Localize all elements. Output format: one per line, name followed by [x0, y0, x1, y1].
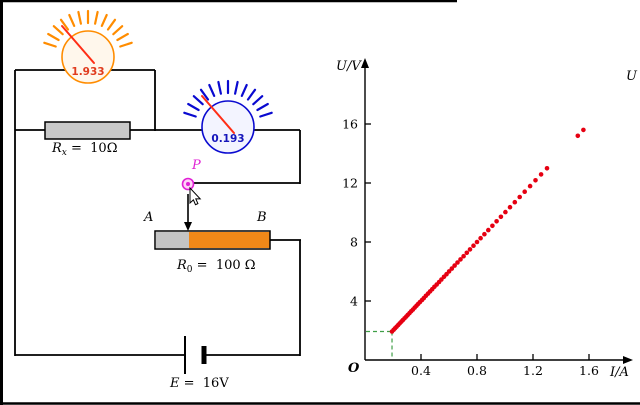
drag-arrow	[184, 194, 192, 231]
svg-text:12: 12	[342, 176, 358, 191]
chart-origin-label: O	[348, 361, 360, 376]
rheostat-active-segment	[189, 232, 270, 248]
chart: 4 8 12 16 0.4 0.8 1.2 1.6	[342, 58, 633, 378]
svg-text:1.2: 1.2	[523, 363, 543, 378]
voltmeter-reading: 1.933	[71, 66, 104, 78]
terminal-a-label: A	[144, 210, 154, 225]
r0-label: R0 = 100 Ω	[177, 258, 256, 275]
chart-guide-lines	[366, 330, 393, 359]
x-axis-arrow	[623, 356, 633, 364]
voltmeter-dial-ticks	[43, 9, 133, 48]
voltmeter-needle	[61, 25, 95, 64]
chart-x-axis-label: I/A	[610, 365, 629, 380]
resistor-rx	[44, 121, 131, 140]
rheostat-border	[154, 230, 271, 250]
svg-text:1.6: 1.6	[579, 363, 599, 378]
battery	[184, 336, 207, 374]
mouse-cursor-icon	[189, 186, 202, 206]
rx-label: Rx = 10Ω	[52, 141, 118, 158]
battery-label: E = 16V	[170, 376, 229, 391]
ammeter-needle	[201, 95, 235, 134]
rheostat-inactive-segment	[156, 232, 189, 248]
chart-y-axis-label: U/V	[336, 59, 361, 74]
slider-contact-p[interactable]	[181, 177, 195, 191]
rheostat[interactable]	[154, 230, 271, 250]
svg-text:4: 4	[350, 294, 358, 309]
svg-text:0.4: 0.4	[411, 363, 431, 378]
scatter-points	[389, 127, 586, 334]
p-label: P	[192, 158, 201, 173]
chart-tick-labels: 4 8 12 16 0.4 0.8 1.2 1.6	[342, 117, 599, 379]
ammeter-dial-ticks	[183, 79, 273, 118]
ammeter: 0.193	[183, 79, 273, 154]
svg-text:0.8: 0.8	[467, 363, 487, 378]
svg-text:16: 16	[342, 117, 358, 132]
second-chart-partial-label: U	[626, 69, 637, 84]
ammeter-reading: 0.193	[211, 133, 244, 145]
terminal-b-label: B	[257, 210, 267, 225]
svg-text:8: 8	[350, 235, 358, 250]
y-axis-arrow	[361, 58, 369, 68]
slider-contact-dot	[186, 182, 190, 186]
voltmeter: 1.933	[43, 9, 133, 84]
